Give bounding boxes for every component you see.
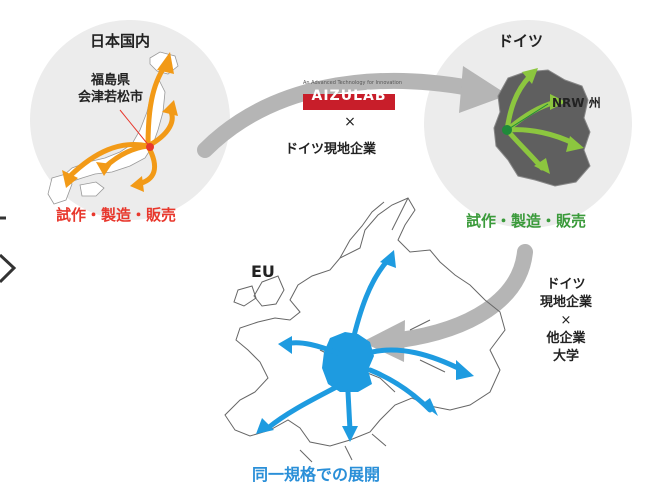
eu-label: EU	[251, 262, 275, 281]
eu-arrowheads	[256, 250, 474, 442]
partnership-times: ×	[344, 114, 356, 130]
japan-location-city: 会津若松市	[78, 90, 144, 105]
germany-activity: 試作・製造・販売	[466, 212, 587, 230]
japan-activity: 試作・製造・販売	[56, 206, 177, 224]
eu-germany-highlight	[322, 332, 374, 392]
germany-title: ドイツ	[498, 32, 544, 50]
aizulab-logo: An Advanced Technology for Innovation AI…	[303, 80, 402, 104]
collab-local-companies: 現地企業	[539, 295, 592, 310]
collab-germany: ドイツ	[546, 277, 586, 292]
japan-arrowheads	[62, 52, 178, 192]
japan-location-prefecture: 福島県	[91, 73, 131, 88]
aizulab-tagline: An Advanced Technology for Innovation	[303, 80, 402, 86]
germany-to-eu-arrow	[362, 244, 533, 362]
germany-arrowheads	[522, 68, 584, 174]
collab-other-companies: 他企業	[546, 331, 586, 346]
collab-universities: 大学	[552, 349, 579, 364]
japan-location: 福島県 会津若松市	[78, 72, 143, 106]
aizuwakamatsu-pointer	[119, 109, 151, 148]
partnership-partner: ドイツ現地企業	[285, 142, 377, 157]
japan-to-germany-arrow	[197, 66, 508, 158]
eu-expansion: 同一規格での展開	[252, 465, 381, 484]
aizulab-logo-text: AIZULAB	[311, 88, 387, 104]
eu-collaboration: ドイツ 現地企業 × 他企業 大学	[526, 276, 606, 366]
japan-title: 日本国内	[90, 32, 151, 50]
nrw-pointer	[506, 103, 549, 131]
germany-map-icon	[493, 69, 591, 187]
aizulab-logo-icon	[303, 94, 395, 110]
collab-times: ×	[560, 313, 572, 328]
germany-region: NRW 州	[552, 96, 601, 110]
